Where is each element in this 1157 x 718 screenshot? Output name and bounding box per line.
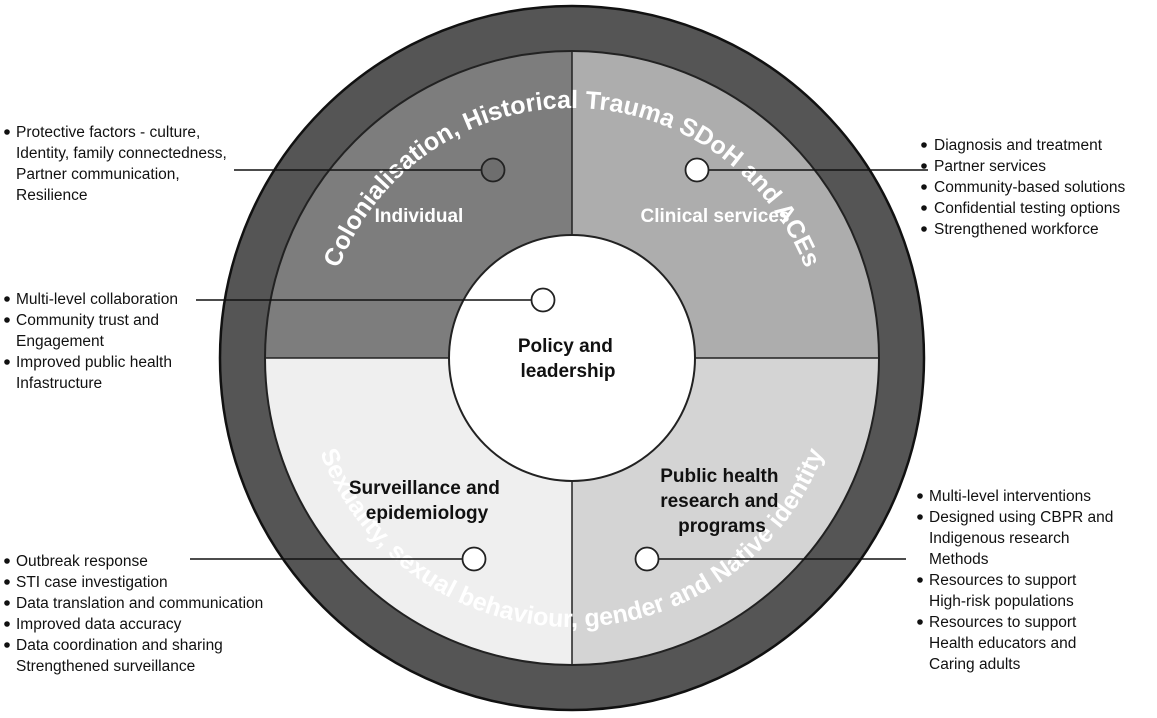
bullet-text: Data translation and communication [16, 595, 263, 612]
bullet-text: STI case investigation [16, 574, 168, 591]
bullet-dot [917, 493, 923, 499]
bullet-text: Methods [929, 551, 989, 568]
bullet-dot [4, 642, 10, 648]
bullet-dot [921, 142, 927, 148]
bullet-text: Identity, family connectedness, [16, 145, 227, 162]
bullet-text: Engagement [16, 333, 105, 350]
bullet-text: Strengthened workforce [934, 221, 1099, 238]
bullet-text: Improved public health [16, 354, 172, 371]
bullet-text: Confidential testing options [934, 200, 1120, 217]
bullet-text: Strengthened surveillance [16, 658, 195, 675]
bullet-text: Outbreak response [16, 553, 148, 570]
bullet-dot [4, 579, 10, 585]
bullet-text: Multi-level collaboration [16, 291, 178, 308]
bullet-dot [4, 558, 10, 564]
label-individual: Individual [375, 206, 464, 227]
bullet-text: Multi-level interventions [929, 488, 1091, 505]
label-public-health-research: Public health research and programs [660, 466, 784, 537]
bullet-text: Health educators and [929, 635, 1076, 652]
bullet-text: Resources to support [929, 614, 1077, 631]
bullet-text: High-risk populations [929, 593, 1074, 610]
bullet-text: Resources to support [929, 572, 1077, 589]
bullet-dot [921, 163, 927, 169]
bullet-dot [4, 317, 10, 323]
marker-surveillance [461, 546, 487, 572]
bullet-dot [917, 577, 923, 583]
bullet-dot [4, 129, 10, 135]
label-clinical-services: Clinical services [641, 206, 790, 227]
marker-policy-leadership [530, 287, 556, 313]
label-policy-leadership: Policy and leadership [518, 336, 618, 382]
bullet-text: Caring adults [929, 656, 1021, 673]
bullet-dot [4, 600, 10, 606]
marker-individual [480, 157, 506, 183]
bullet-text: Partner communication, [16, 166, 180, 183]
bullet-text: Protective factors - culture, [16, 124, 200, 141]
marker-clinical-services [684, 157, 710, 183]
center-circle [448, 234, 696, 482]
bullet-text: Designed using CBPR and [929, 509, 1113, 526]
bullet-text: Partner services [934, 158, 1046, 175]
bullet-text: Diagnosis and treatment [934, 137, 1103, 154]
bullet-dot [921, 205, 927, 211]
bullet-text: Data coordination and sharing [16, 637, 223, 654]
bullet-dot [917, 514, 923, 520]
bullet-text: Infastructure [16, 375, 102, 392]
bullets-individual: Protective factors - culture, Identity, f… [4, 124, 227, 204]
marker-public-health-research [634, 546, 660, 572]
bullet-text: Indigenous research [929, 530, 1069, 547]
bullet-dot [921, 226, 927, 232]
bullet-dot [4, 359, 10, 365]
bullet-text: Community-based solutions [934, 179, 1126, 196]
label-surveillance: Surveillance and epidemiology [349, 478, 505, 524]
bullet-dot [4, 296, 10, 302]
bullet-dot [921, 184, 927, 190]
bullet-dot [917, 619, 923, 625]
bullet-text: Improved data accuracy [16, 616, 182, 633]
bullet-text: Resilience [16, 187, 88, 204]
bullet-text: Community trust and [16, 312, 159, 329]
bullet-dot [4, 621, 10, 627]
